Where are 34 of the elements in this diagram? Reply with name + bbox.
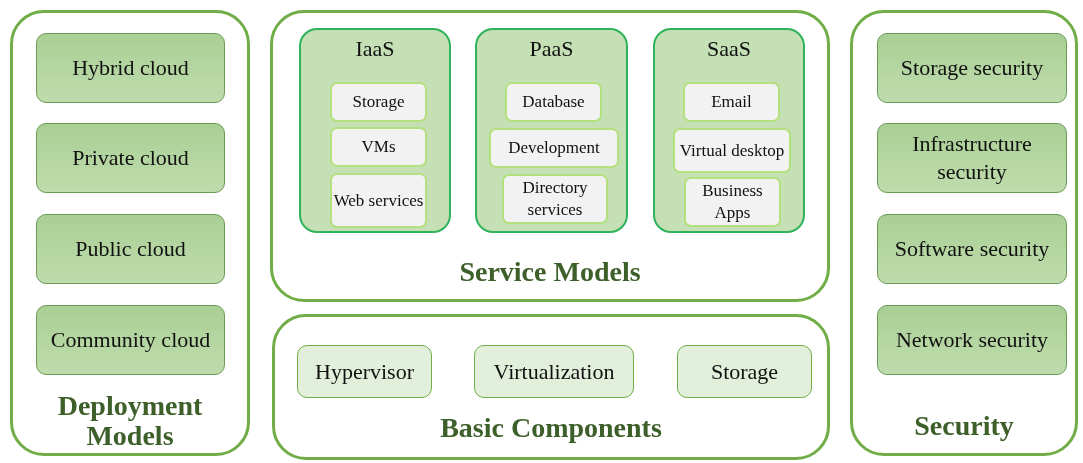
card-heading: IaaS (354, 36, 396, 62)
item-box: Development (489, 128, 619, 168)
item-box: Email (683, 82, 780, 122)
item-box: Database (505, 82, 602, 122)
category-box: Infrastructure security (877, 123, 1067, 193)
item-box: Storage (330, 82, 427, 122)
item-box: Business Apps (684, 177, 781, 227)
category-box: Network security (877, 305, 1067, 375)
component-box: Storage (677, 345, 812, 398)
item-box: Virtual desktop (673, 128, 791, 173)
item-box: Web services (330, 173, 427, 228)
service-card (475, 28, 628, 233)
group-panel (272, 314, 830, 460)
group-heading: Deployment Models (56, 391, 204, 451)
item-box: Directory services (502, 174, 608, 224)
category-box: Private cloud (36, 123, 225, 193)
group-heading: Basic Components (439, 413, 663, 443)
group-panel (10, 10, 250, 456)
service-card (653, 28, 805, 233)
category-box: Public cloud (36, 214, 225, 284)
category-box: Hybrid cloud (36, 33, 225, 103)
component-box: Hypervisor (297, 345, 432, 398)
card-heading: SaaS (706, 36, 752, 62)
category-box: Software security (877, 214, 1067, 284)
item-box: VMs (330, 127, 427, 167)
category-box: Community cloud (36, 305, 225, 375)
service-card (299, 28, 451, 233)
category-box: Storage security (877, 33, 1067, 103)
group-panel (850, 10, 1078, 456)
component-box: Virtualization (474, 345, 634, 398)
group-heading: Security (913, 411, 1015, 441)
group-heading: Service Models (458, 257, 642, 287)
card-heading: PaaS (528, 36, 575, 62)
group-panel (270, 10, 830, 302)
